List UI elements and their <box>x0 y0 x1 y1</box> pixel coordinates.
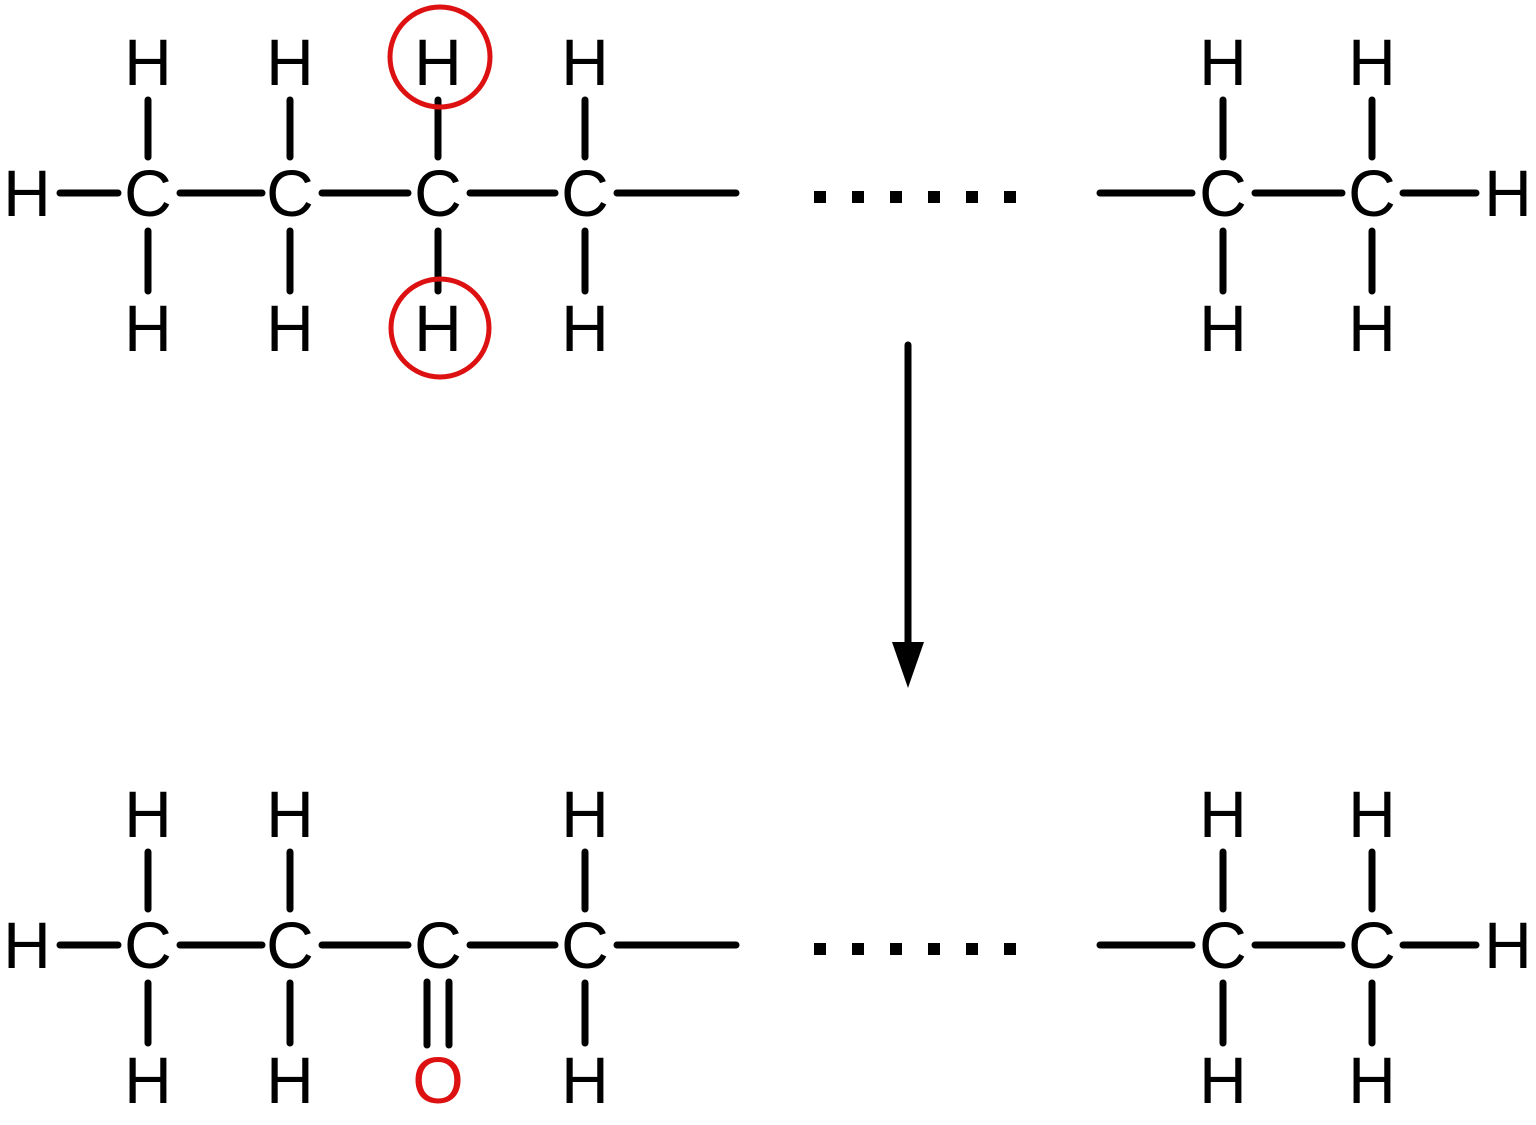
hydrogen-atom: H <box>1348 25 1396 99</box>
carbon-atom: C <box>1348 908 1396 982</box>
chain-continuation-dot <box>966 943 978 955</box>
carbon-atom: C <box>1348 156 1396 230</box>
hydrogen-atom: H <box>1199 25 1247 99</box>
hydrogen-atom: H <box>561 291 609 365</box>
hydrogen-atom: H <box>414 291 462 365</box>
carbon-atom: C <box>414 908 462 982</box>
carbon-atom: C <box>266 908 314 982</box>
chain-continuation-dot <box>890 943 902 955</box>
reaction-arrow-icon <box>892 341 924 688</box>
chain-continuation-dot <box>852 191 864 203</box>
carbon-atom: C <box>124 156 172 230</box>
oxygen-atom: O <box>412 1043 463 1117</box>
hydrogen-atom: H <box>414 25 462 99</box>
hydrogen-atom: H <box>1199 1043 1247 1117</box>
hydrogen-atom: H <box>561 777 609 851</box>
highlight-circle-top-hydrogen <box>387 4 493 110</box>
hydrogen-atom: H <box>266 1043 314 1117</box>
hydrogen-atom: H <box>124 25 172 99</box>
chain-continuation-dot <box>1004 191 1016 203</box>
carbon-atom: C <box>124 908 172 982</box>
hydrogen-atom: H <box>561 1043 609 1117</box>
hydrogen-atom: H <box>561 25 609 99</box>
hydrogen-atom: H <box>124 1043 172 1117</box>
chain-continuation-dot <box>928 191 940 203</box>
hydrogen-atom: H <box>1199 291 1247 365</box>
hydrogen-atom: H <box>266 25 314 99</box>
chain-continuation-dot <box>1004 943 1016 955</box>
chain-continuation-dot <box>814 191 826 203</box>
chain-continuation-dot <box>928 943 940 955</box>
carbon-atom: C <box>1199 908 1247 982</box>
chain-continuation-dot <box>814 943 826 955</box>
carbon-atom: C <box>561 908 609 982</box>
highlight-circle-bottom-hydrogen <box>388 276 492 380</box>
hydrogen-atom: H <box>3 156 51 230</box>
hydrogen-atom: H <box>1348 1043 1396 1117</box>
carbon-atom: C <box>266 156 314 230</box>
hydrogen-atom: H <box>266 777 314 851</box>
hydrogen-atom: H <box>266 291 314 365</box>
hydrogen-atom: H <box>1484 156 1532 230</box>
chain-continuation-dot <box>966 191 978 203</box>
carbon-atom: C <box>561 156 609 230</box>
hydrogen-atom: H <box>1348 777 1396 851</box>
chain-continuation-dot <box>890 191 902 203</box>
hydrogen-atom: H <box>1348 291 1396 365</box>
chain-continuation-dot <box>852 943 864 955</box>
carbon-atom: C <box>1199 156 1247 230</box>
hydrogen-atom: H <box>124 291 172 365</box>
carbon-atom: C <box>414 156 462 230</box>
hydrogen-atom: H <box>1199 777 1247 851</box>
arrow-head <box>892 642 924 688</box>
hydrogen-atom: H <box>124 777 172 851</box>
hydrogen-atom: H <box>1484 908 1532 982</box>
hydrogen-atom: H <box>3 908 51 982</box>
